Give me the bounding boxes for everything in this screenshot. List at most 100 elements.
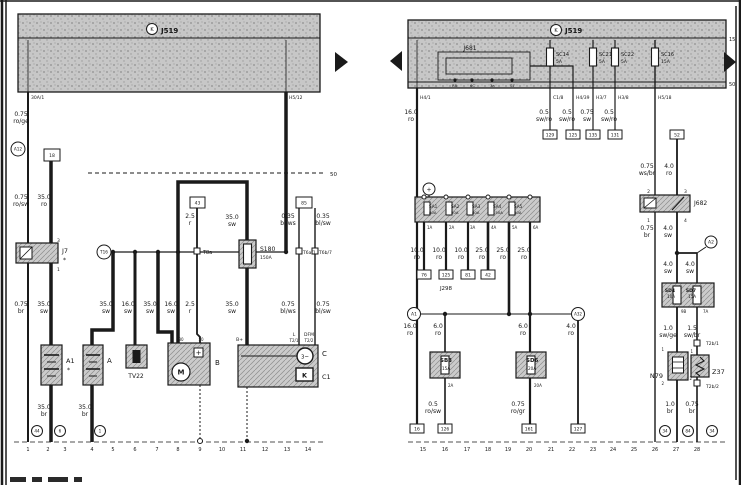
diagram-label: sw: [664, 268, 672, 275]
plus-connection-A1-label: A1: [411, 312, 417, 318]
ref-127: 127: [570, 423, 586, 434]
fuse-S180: [238, 239, 257, 269]
diagram-label: J519: [564, 27, 582, 35]
ref-76-label: 76: [421, 273, 427, 279]
diagram-label: 50A: [514, 210, 522, 215]
diagram-label: br: [82, 411, 89, 418]
diagram-label: 50: [729, 82, 735, 88]
junction-dot: [527, 311, 533, 317]
diagram-label: SA3: [472, 204, 481, 209]
fuse-TV22-element: [132, 350, 141, 363]
diagram-label: 0.75: [14, 111, 28, 118]
bus-bar-left-J519-body: [17, 13, 321, 93]
diagram-label: 20A: [528, 366, 536, 371]
diagram-label: ro: [458, 254, 464, 261]
diagram-label: 2: [661, 381, 664, 386]
diagram-label: 4.0: [685, 261, 695, 268]
track-number: 22: [569, 447, 575, 453]
ground-44: 44: [31, 425, 43, 437]
diagram-label: J7: [61, 247, 68, 255]
track-number: 7: [155, 447, 158, 453]
diagram-label: sw: [686, 268, 694, 275]
track-number: 8: [176, 447, 179, 453]
ground-34a-label: 34: [662, 429, 668, 434]
diagram-label: 80A: [429, 210, 437, 215]
diagram-label: sw: [664, 232, 672, 239]
diagram-label: 0.5: [604, 109, 614, 116]
plus-connection-A32-label: A32: [574, 312, 582, 317]
junction-dot: [110, 249, 116, 255]
relay-J682: [639, 194, 691, 213]
ref-52-box: [669, 129, 685, 140]
plus-connection-A2-circle: [704, 235, 718, 249]
symbol-K-right-circle: [550, 24, 562, 36]
diagram-label: SA5: [514, 204, 523, 209]
diagram-label: br: [18, 308, 25, 315]
diagram-label: C1: [322, 373, 331, 381]
track-number: 3: [63, 447, 66, 453]
fusebox-SD: [661, 282, 715, 308]
diagram-label: 0.35: [281, 213, 295, 220]
diagram-label: 9B: [681, 309, 687, 314]
fuse-icon-SA: [445, 201, 453, 216]
diagram-label: ro: [521, 254, 527, 261]
diagram-label: J682: [693, 200, 707, 207]
track-number: 9: [198, 447, 201, 453]
diagram-label: N79: [650, 372, 663, 380]
ref-42-label: 42: [485, 273, 491, 279]
junction-dot: [283, 249, 289, 255]
diagram-label: 5A: [599, 59, 606, 65]
diagram-label: 35.0: [37, 301, 51, 308]
plus-connection-A32-circle: [571, 307, 585, 321]
diagram-label: sw: [583, 116, 591, 123]
relay-coil-diag: [19, 246, 33, 260]
junction-dot: [674, 250, 680, 256]
diagram-label: S7: [510, 83, 515, 88]
sa-top-pin: [485, 194, 491, 200]
plus-connection-A2: A2: [704, 235, 718, 249]
diagram-label: sw: [102, 308, 110, 315]
ref-129: 129: [542, 129, 558, 140]
diagram-label: ro: [500, 254, 506, 261]
ref-161-label: 161: [525, 427, 534, 433]
diagram-label: 1A: [427, 225, 433, 230]
diagram-label: 0.75: [640, 225, 654, 232]
diagram-label: 0.5: [539, 109, 549, 116]
junction-dot: [244, 438, 250, 444]
diagram-label: 2A: [449, 225, 455, 230]
ref-52-label: 52: [674, 133, 680, 139]
battery-A-body: [82, 344, 104, 386]
diagram-label: 15: [729, 37, 735, 43]
heater-Z37: [690, 354, 710, 378]
diagram-label: 35.0: [78, 404, 92, 411]
diagram-label: 1.0: [665, 401, 675, 408]
diagram-label: 6A: [533, 225, 539, 230]
diagram-label: H5/12: [289, 95, 303, 101]
diagram-label: ro: [435, 330, 441, 337]
fusebox-SA-body: [414, 196, 541, 223]
diagram-label: 20A: [534, 383, 542, 388]
ref-126: 126: [437, 423, 453, 434]
fuse-icon: [242, 243, 253, 265]
ref-85: 85: [295, 196, 313, 209]
diagram-label: SA2: [451, 204, 460, 209]
fuse-icon-SA: [423, 201, 431, 216]
track-number: 23: [590, 447, 596, 453]
diagram-label: H3/8: [618, 95, 629, 101]
diagram-label: H5/18: [658, 95, 672, 101]
diagram-label: TV22: [127, 373, 144, 380]
diagram-label: 1: [690, 349, 693, 354]
diagram-label: T2b/1: [705, 341, 719, 347]
diagram-label: B: [215, 359, 220, 367]
track-number: 15: [420, 447, 426, 453]
scan-mark: [32, 477, 42, 482]
diagram-label: ro/ge: [13, 118, 29, 125]
ground-34a-circle: [659, 425, 671, 437]
symbol-K-right-label: K: [554, 28, 558, 34]
diagram-label: 5A: [512, 225, 518, 230]
diagram-label: 2A: [448, 383, 454, 388]
symbol-K-left-circle: [146, 23, 158, 35]
fuse-SC16: [650, 47, 660, 67]
